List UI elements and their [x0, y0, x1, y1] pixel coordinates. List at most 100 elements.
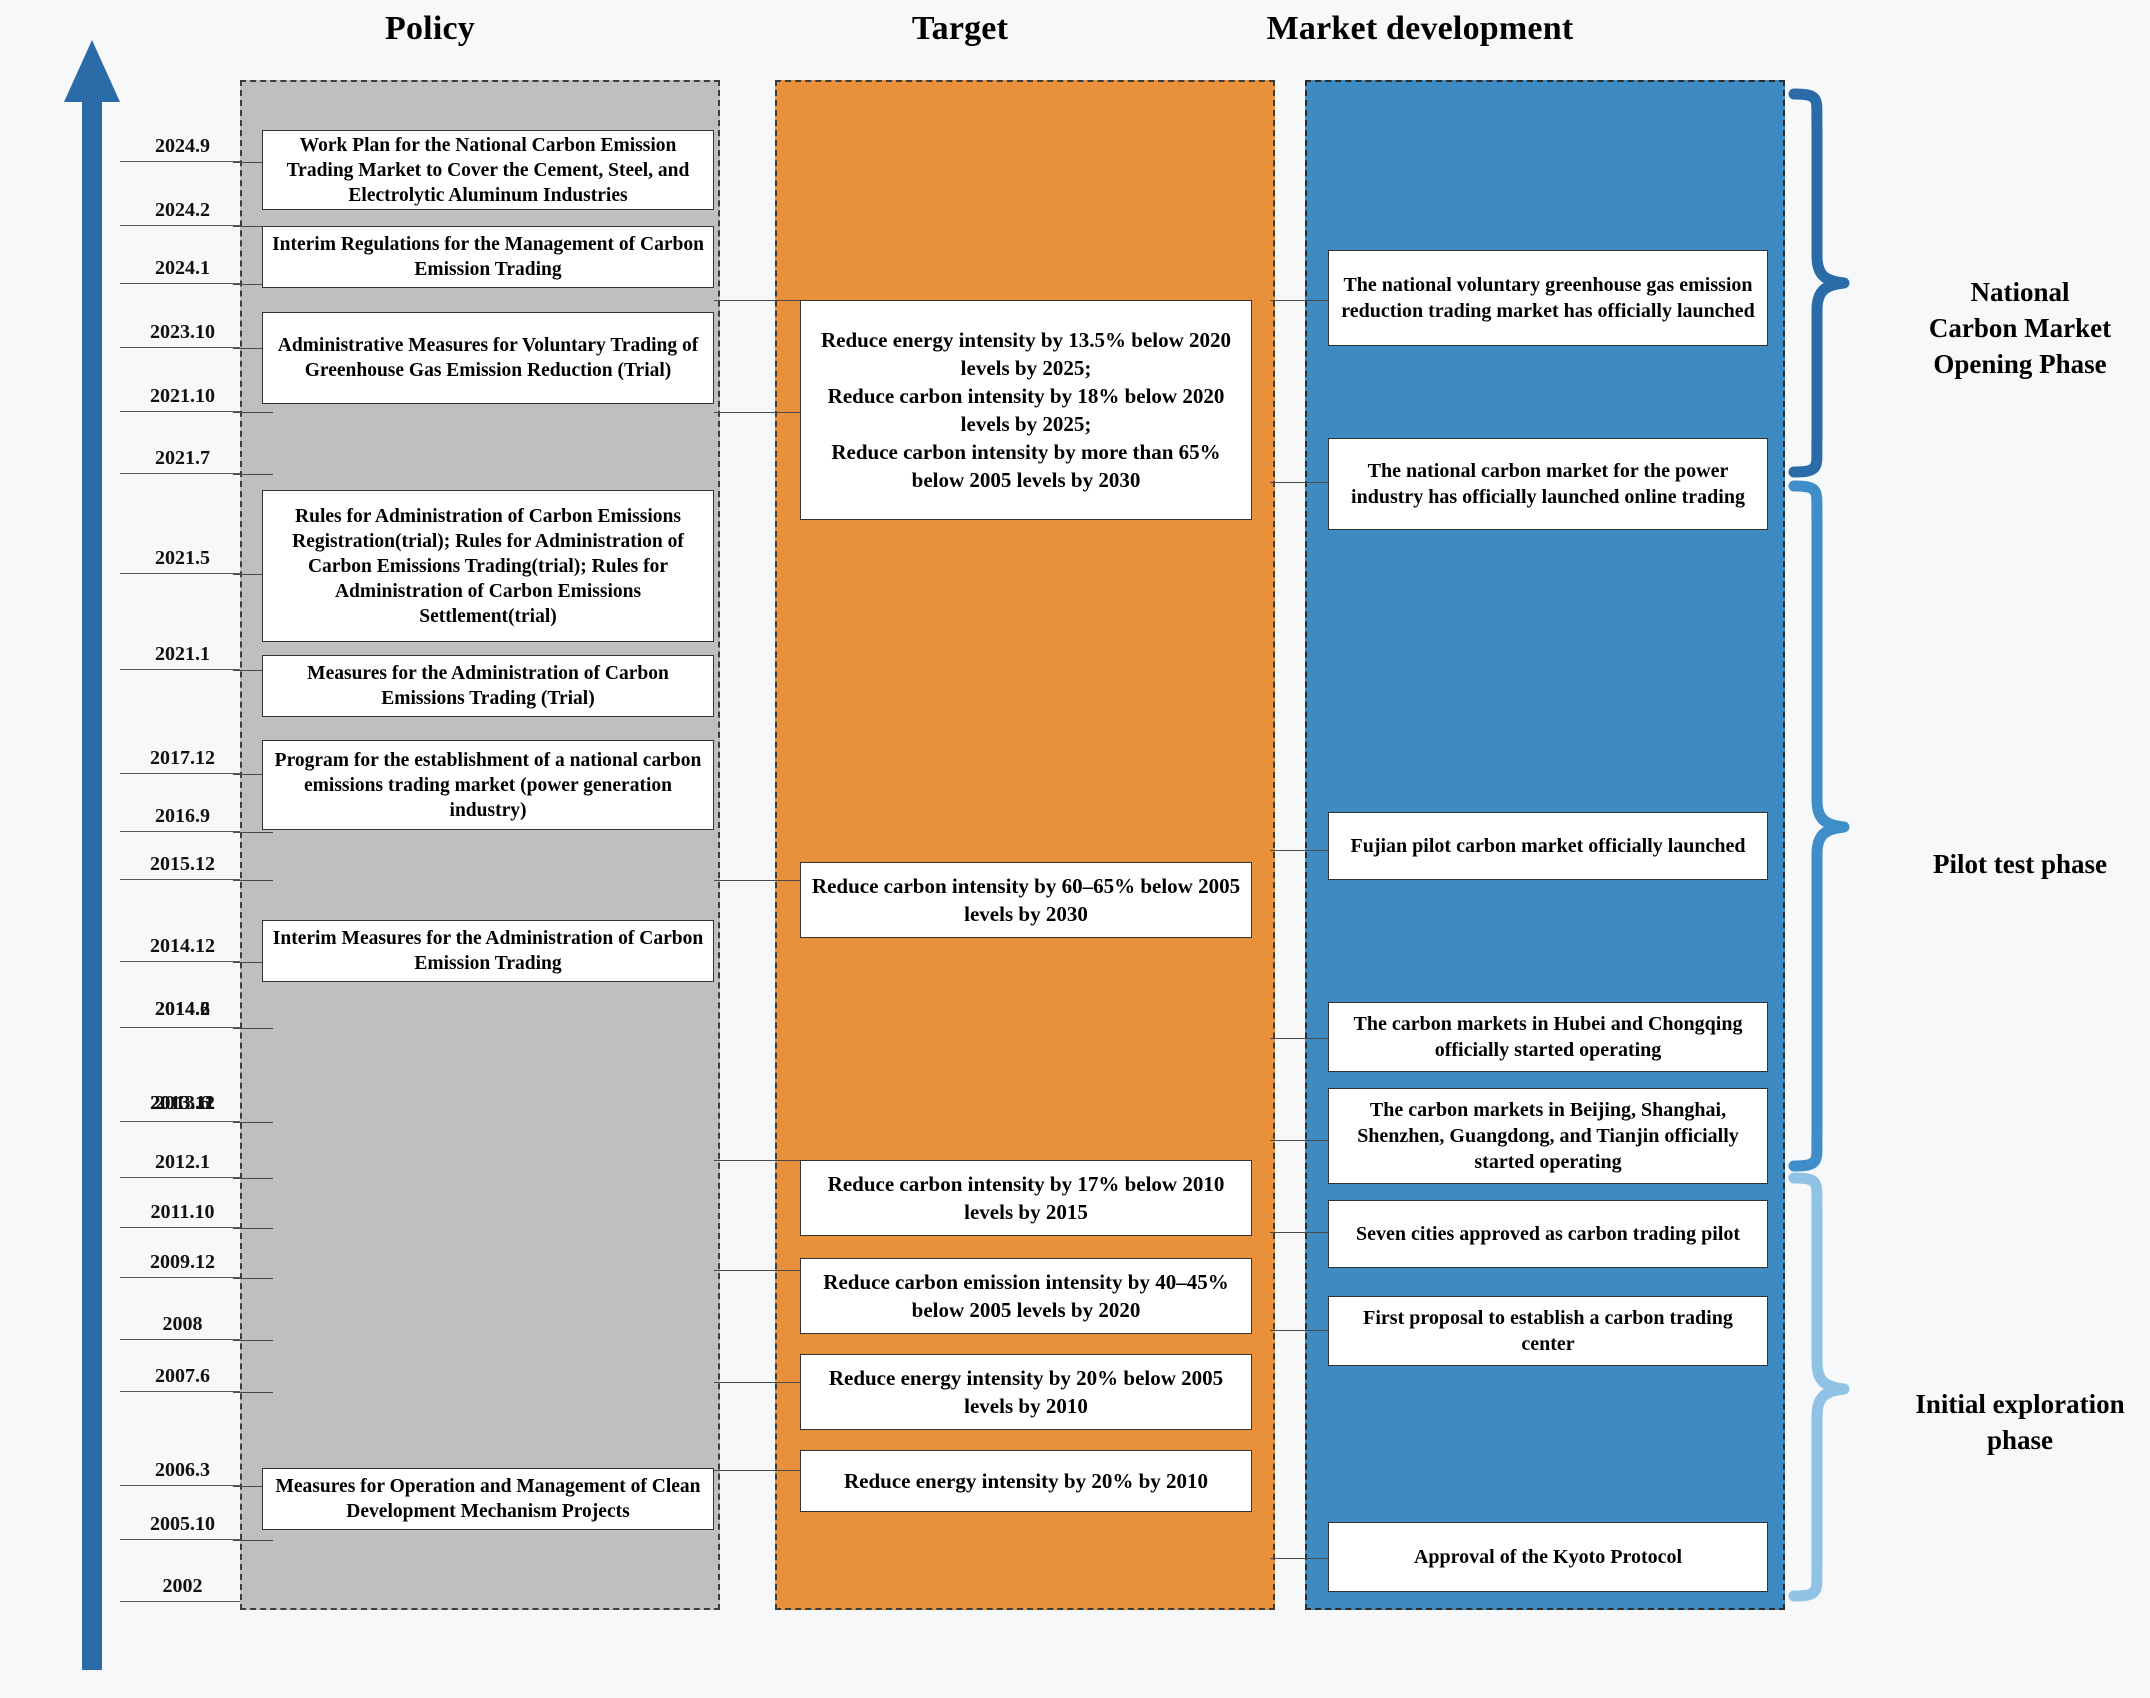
market-card[interactable]: The national carbon market for the power… — [1328, 438, 1768, 530]
date-cell: 2024.9 — [120, 78, 245, 162]
date-label: 2009.12 — [150, 1251, 215, 1273]
policy-card[interactable]: Measures for Operation and Management of… — [262, 1468, 714, 1530]
policy-card-text: Measures for the Administration of Carbo… — [307, 663, 669, 709]
target-card[interactable]: Reduce carbon intensity by 17% below 201… — [800, 1160, 1252, 1236]
date-cell: 2002 — [120, 1540, 245, 1602]
policy-card-text: Work Plan for the National Carbon Emissi… — [286, 134, 690, 206]
market-card[interactable]: First proposal to establish a carbon tra… — [1328, 1296, 1768, 1366]
target-card[interactable]: Reduce carbon emission intensity by 40–4… — [800, 1258, 1252, 1334]
date-label: 2008 — [162, 1313, 203, 1335]
date-label: 2007.6 — [155, 1365, 210, 1387]
date-label: 2006.3 — [155, 1459, 210, 1481]
connector-line — [714, 1470, 804, 1471]
date-cell: 2021.10 — [120, 348, 245, 412]
date-label: 2016.9 — [155, 805, 210, 827]
connector-line — [233, 412, 273, 413]
target-card[interactable]: Reduce carbon intensity by 60–65% below … — [800, 862, 1252, 938]
market-card-text: Approval of the Kyoto Protocol — [1413, 1546, 1683, 1568]
connector-line — [233, 774, 273, 775]
market-card-text: Fujian pilot carbon market officially la… — [1350, 835, 1746, 857]
date-label: 2024.1 — [155, 257, 210, 279]
policy-card[interactable]: Program for the establishment of a natio… — [262, 740, 714, 830]
date-cell: 2012.1 — [120, 1122, 245, 1178]
connector-line — [233, 1178, 273, 1179]
market-card[interactable]: The national voluntary greenhouse gas em… — [1328, 250, 1768, 346]
date-cell: 2024.1 — [120, 226, 245, 284]
date-cell: 2023.10 — [120, 284, 245, 348]
phase-brace-national — [1786, 88, 1852, 478]
market-card[interactable]: Fujian pilot carbon market officially la… — [1328, 812, 1768, 880]
market-card-text: The carbon markets in Hubei and Chongqin… — [1353, 1013, 1743, 1061]
date-label: 2021.5 — [155, 547, 210, 569]
policy-card[interactable]: Work Plan for the National Carbon Emissi… — [262, 130, 714, 210]
date-cell: 2008 — [120, 1278, 245, 1340]
policy-card[interactable]: Rules for Administration of Carbon Emiss… — [262, 490, 714, 642]
date-cell: 2006.3 — [120, 1392, 245, 1486]
date-cell: 2021.1 — [120, 574, 245, 670]
target-card-text: Reduce carbon emission intensity by 40–4… — [823, 1270, 1229, 1322]
date-label: 2021.1 — [155, 643, 210, 665]
date-cell: 2005.10 — [120, 1486, 245, 1540]
target-card[interactable]: Reduce energy intensity by 13.5% below 2… — [800, 300, 1252, 520]
phase-brace-initial — [1786, 1172, 1852, 1602]
phase-label-text: Initial exploration phase — [1915, 1389, 2125, 1455]
column-header-target: Target — [830, 10, 1090, 48]
column-header-market: Market development — [1220, 10, 1620, 48]
connector-line — [233, 832, 273, 833]
connector-line — [714, 1382, 804, 1383]
date-cell: 2014.12 — [120, 880, 245, 962]
connector-line — [233, 348, 273, 349]
column-header-policy: Policy — [300, 10, 560, 48]
connector-line — [233, 1540, 273, 1541]
policy-card-text: Interim Regulations for the Management o… — [272, 234, 704, 280]
market-card[interactable]: Approval of the Kyoto Protocol — [1328, 1522, 1768, 1592]
date-cell: 2024.2 — [120, 162, 245, 226]
target-card-text: Reduce energy intensity by 13.5% below 2… — [820, 328, 1232, 492]
policy-card[interactable]: Interim Regulations for the Management o… — [262, 226, 714, 288]
connector-line — [1270, 1232, 1340, 1233]
connector-line — [233, 1028, 273, 1029]
date-cell: 2016.9 — [120, 774, 245, 832]
date-label: 2024.9 — [155, 135, 210, 157]
phase-label-text: National Carbon Market Opening Phase — [1928, 277, 2112, 379]
date-cell: 2015.12 — [120, 832, 245, 880]
phase-label-initial: Initial exploration phase — [1870, 1350, 2150, 1458]
date-label: 2014.6 — [155, 998, 210, 1020]
connector-line — [233, 284, 273, 285]
phase-label-national: National Carbon Market Opening Phase — [1870, 238, 2150, 382]
connector-line — [233, 162, 273, 163]
date-cell: 2017.12 — [120, 670, 245, 774]
market-card[interactable]: Seven cities approved as carbon trading … — [1328, 1200, 1768, 1268]
connector-line — [714, 880, 804, 881]
market-card-text: The national voluntary greenhouse gas em… — [1341, 274, 1755, 322]
date-axis: 2024.9 2024.2 2024.1 2023.10 2021.10 202… — [120, 78, 245, 1684]
date-label: 2011.10 — [150, 1201, 215, 1223]
date-label: 2021.7 — [155, 447, 210, 469]
policy-card[interactable]: Administrative Measures for Voluntary Tr… — [262, 312, 714, 404]
connector-line — [1270, 300, 1340, 301]
date-cell: 2007.6 — [120, 1340, 245, 1392]
target-card[interactable]: Reduce energy intensity by 20% below 200… — [800, 1354, 1252, 1430]
policy-card-text: Rules for Administration of Carbon Emiss… — [292, 505, 684, 627]
up-arrow-icon — [64, 40, 120, 1670]
date-label: 2013.6 — [155, 1092, 210, 1114]
date-label: 2017.12 — [150, 747, 215, 769]
policy-card[interactable]: Measures for the Administration of Carbo… — [262, 655, 714, 717]
market-card[interactable]: The carbon markets in Hubei and Chongqin… — [1328, 1002, 1768, 1072]
date-cell: 2011.10 — [120, 1178, 245, 1228]
connector-line — [1270, 850, 1340, 851]
market-card-text: First proposal to establish a carbon tra… — [1363, 1307, 1733, 1355]
connector-line — [233, 226, 273, 227]
market-card[interactable]: The carbon markets in Beijing, Shanghai,… — [1328, 1088, 1768, 1184]
date-label: 2013.11 — [150, 1092, 215, 1114]
date-label: 2024.2 — [155, 199, 210, 221]
date-cell: 2009.12 — [120, 1228, 245, 1278]
policy-header-label: Policy — [385, 10, 475, 47]
connector-line — [233, 1122, 273, 1123]
phase-label-text: Pilot test phase — [1933, 849, 2107, 879]
policy-card[interactable]: Interim Measures for the Administration … — [262, 920, 714, 982]
target-card[interactable]: Reduce energy intensity by 20% by 2010 — [800, 1450, 1252, 1512]
